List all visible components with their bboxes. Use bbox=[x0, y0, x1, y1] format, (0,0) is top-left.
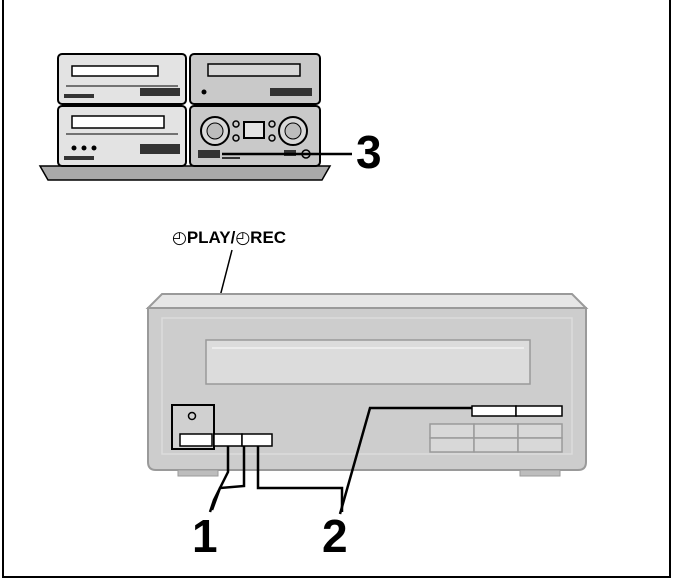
timer-switch-button bbox=[179, 433, 213, 447]
tuner-unit bbox=[189, 53, 321, 105]
stereo-system-overview bbox=[38, 53, 332, 181]
cd-unit bbox=[57, 105, 187, 167]
upper-right-button-left bbox=[471, 405, 517, 417]
shelf-base bbox=[38, 165, 332, 181]
right-button-group bbox=[429, 423, 563, 453]
device-top-surface bbox=[145, 293, 589, 309]
callout-1-number: 1 bbox=[192, 510, 218, 562]
lower-left-button-2 bbox=[241, 433, 273, 447]
lower-left-button-1 bbox=[213, 433, 243, 447]
callout-2-leader bbox=[256, 406, 472, 515]
upper-right-button-right bbox=[515, 405, 563, 417]
device-closeup bbox=[145, 293, 589, 477]
display-window bbox=[205, 339, 531, 385]
amplifier-power-button bbox=[198, 150, 220, 158]
callout-3-number: 3 bbox=[356, 126, 382, 178]
amplifier-unit bbox=[189, 105, 321, 167]
timer-indicator bbox=[187, 411, 197, 421]
tape-deck-unit bbox=[57, 53, 187, 105]
callout-1-leader bbox=[208, 446, 246, 513]
play-rec-label: ◴PLAY/◴REC bbox=[172, 228, 286, 247]
callout-2-number: 2 bbox=[322, 510, 348, 562]
